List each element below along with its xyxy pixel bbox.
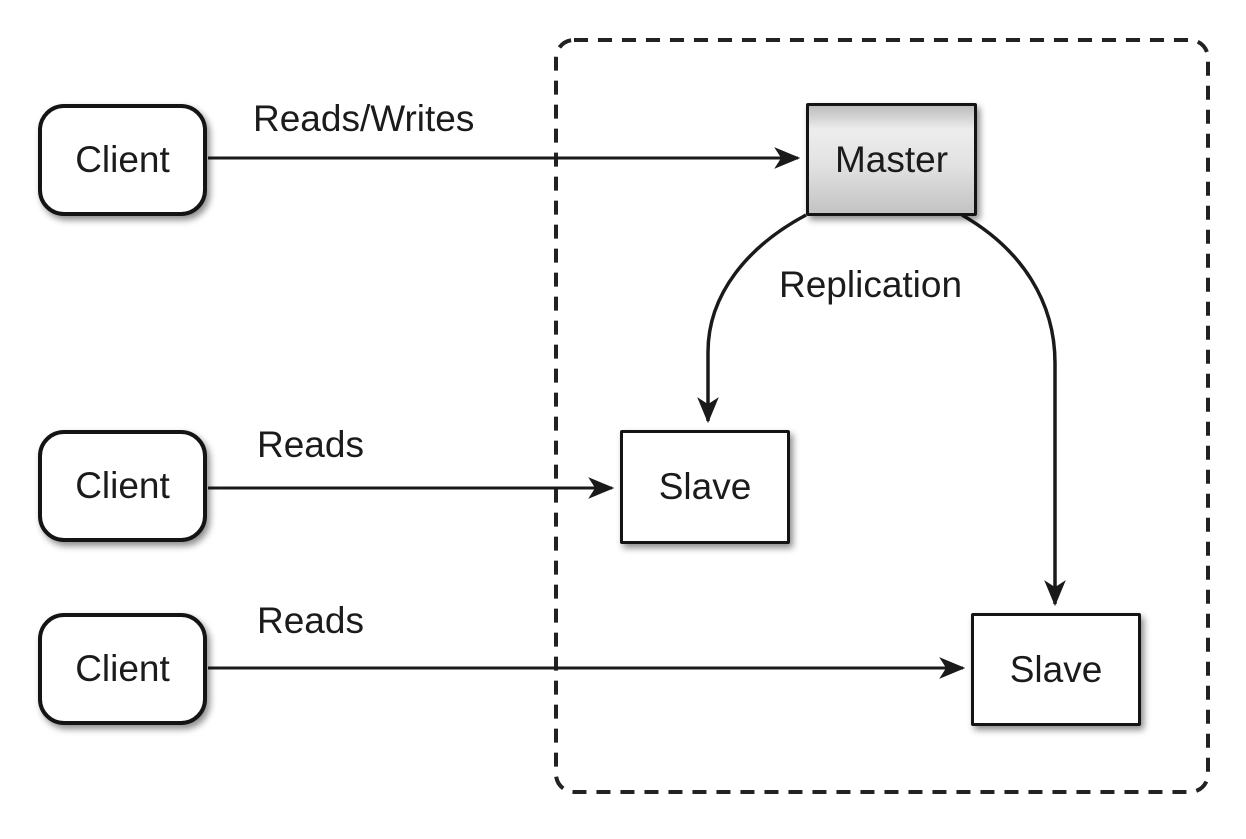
node-client-1-label: Client [75, 139, 170, 180]
node-client-3: Client [38, 613, 207, 725]
edge-label-replication: Replication [779, 264, 963, 305]
node-slave-1: Slave [620, 430, 790, 544]
node-client-3-label: Client [75, 648, 170, 689]
replication-arrow-right [961, 213, 1066, 607]
node-slave-2: Slave [971, 613, 1141, 726]
node-client-2-label: Client [75, 465, 170, 506]
node-slave-1-label: Slave [658, 466, 752, 507]
edge-label-reads-mid: Reads [257, 424, 364, 465]
edge-label-reads-bottom: Reads [257, 600, 364, 641]
node-master-label: Master [834, 138, 949, 180]
node-slave-2-label: Slave [1009, 648, 1103, 690]
replication-arrow-left [697, 213, 807, 424]
node-client-1: Client [38, 104, 207, 216]
edge-label-reads-writes: Reads/Writes [253, 98, 475, 139]
node-master: Master [806, 103, 977, 216]
node-client-2: Client [38, 430, 207, 542]
